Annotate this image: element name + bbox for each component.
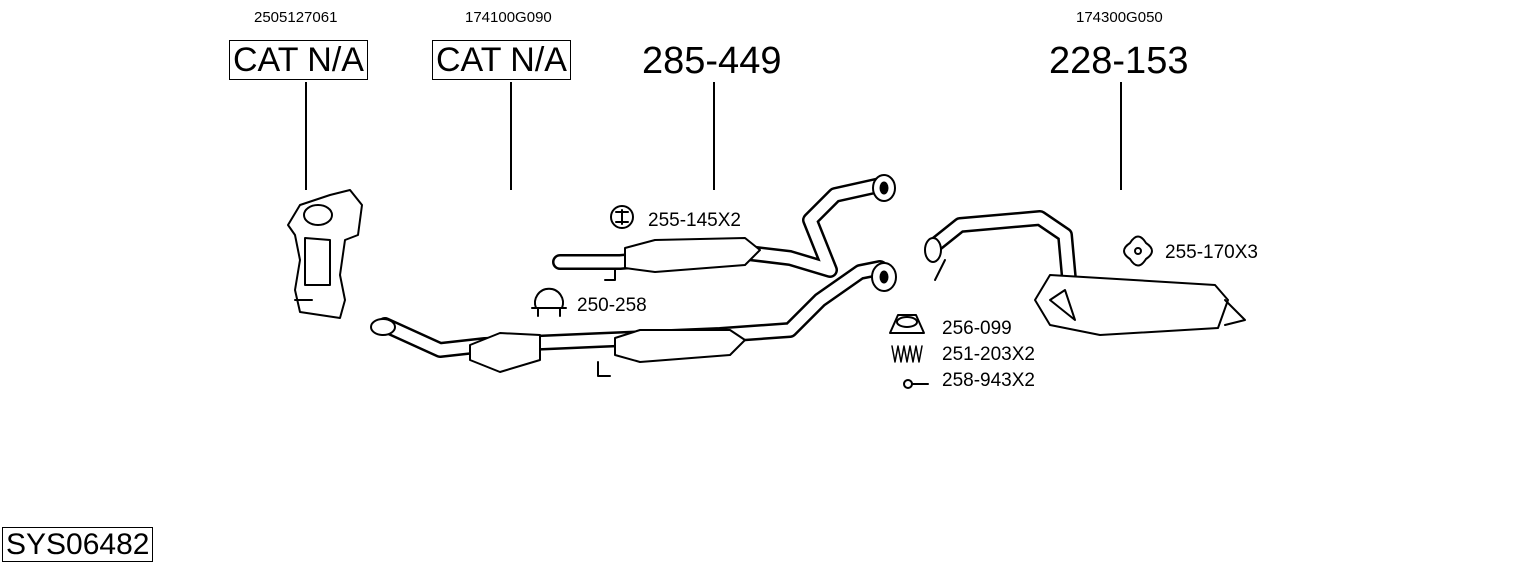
front-pipe-drawing [370, 260, 897, 377]
accessory-label[interactable]: 255-145X2 [648, 210, 741, 231]
leader-line [510, 82, 512, 190]
oe-number-1: 2505127061 [254, 9, 338, 26]
rubber-mount-icon [610, 205, 634, 229]
part-label-228-153[interactable]: 228-153 [1049, 40, 1189, 82]
accessory-label[interactable]: 250-258 [577, 295, 647, 316]
bolt-icon [903, 379, 929, 389]
leader-line [1120, 82, 1122, 190]
rear-silencer-drawing [924, 210, 1246, 336]
spring-icon [891, 345, 923, 363]
middle-silencer-drawing [552, 174, 896, 281]
leader-line [713, 82, 715, 190]
part-label-cat-1[interactable]: CAT N/A [229, 40, 368, 80]
oe-number-2: 174100G090 [465, 9, 552, 26]
gasket-ring-icon [889, 314, 925, 334]
part-label-cat-2[interactable]: CAT N/A [432, 40, 571, 80]
manifold-catalyst-drawing [287, 189, 363, 319]
accessory-label[interactable]: 258-943X2 [942, 370, 1035, 391]
accessory-label[interactable]: 256-099 [942, 318, 1012, 339]
accessory-label[interactable]: 255-170X3 [1165, 242, 1258, 263]
accessory-label[interactable]: 251-203X2 [942, 344, 1035, 365]
oe-number-4: 174300G050 [1076, 9, 1163, 26]
system-id: SYS06482 [2, 527, 154, 562]
clamp-icon [531, 287, 567, 317]
leader-line [305, 82, 307, 190]
rubber-mount-icon [1123, 235, 1153, 267]
part-label-285-449[interactable]: 285-449 [642, 40, 782, 82]
